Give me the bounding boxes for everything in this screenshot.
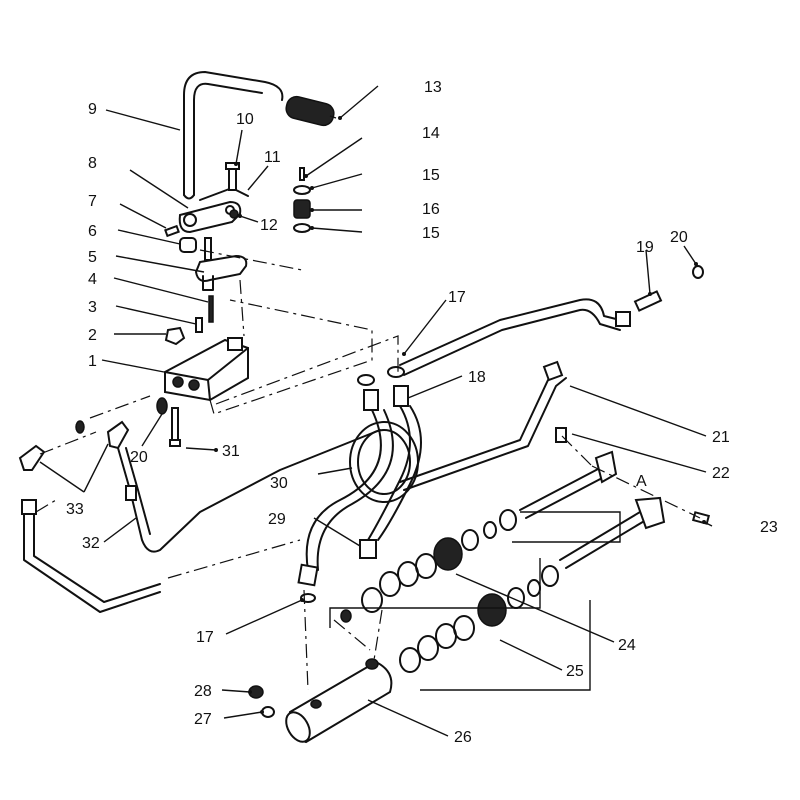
callout-12: 12 (260, 217, 278, 234)
control-valve (164, 337, 249, 402)
washer-20-left (156, 397, 168, 415)
roll-pin (208, 295, 214, 323)
callout-21: 21 (712, 429, 730, 446)
callout-1: 1 (88, 353, 97, 370)
lever-grip (285, 95, 335, 127)
fitting-17-top (357, 366, 405, 386)
callout-15-top: 15 (422, 167, 440, 184)
washer-20-right (692, 265, 704, 279)
leader-lines (39, 85, 713, 737)
lever-handle (183, 71, 284, 200)
callout-4: 4 (88, 271, 97, 288)
callout-7: 7 (88, 193, 97, 210)
callout-22: 22 (712, 465, 730, 482)
callout-32: 32 (82, 535, 100, 552)
callout-17-bottom: 17 (196, 629, 214, 646)
cylinder-26 (285, 658, 393, 744)
washer-15-bottom (293, 223, 311, 233)
callout-26: 26 (454, 729, 472, 746)
bolt-31 (169, 407, 181, 447)
bushing (179, 237, 197, 253)
nut-12 (229, 209, 239, 219)
spring-16 (293, 199, 311, 219)
seal-kit-25 (340, 565, 559, 673)
piston-rod-lower (559, 496, 666, 569)
bolt-14 (299, 167, 305, 181)
callout-31: 31 (222, 443, 240, 460)
link (194, 237, 248, 291)
callout-14: 14 (422, 125, 440, 142)
callout-27: 27 (194, 711, 212, 728)
tube-21 (399, 360, 567, 491)
callout-17-top: 17 (448, 289, 466, 306)
callout-30: 30 (270, 475, 288, 492)
pin-23 (691, 511, 711, 525)
callout-16: 16 (422, 201, 440, 218)
tube-17-upper (399, 298, 621, 376)
callout-28: 28 (194, 683, 212, 700)
pin (164, 224, 180, 238)
callout-labels: 13 9 10 14 11 8 15 16 7 12 15 6 20 19 5 … (66, 79, 778, 746)
callout-2: 2 (88, 327, 97, 344)
tube-lower-left (21, 499, 161, 613)
bracket-lines (329, 511, 621, 691)
callout-33: 33 (66, 501, 84, 518)
callout-3: 3 (88, 299, 97, 316)
callout-6: 6 (88, 223, 97, 240)
elbow-fitting-left (18, 420, 85, 471)
callout-19: 19 (636, 239, 654, 256)
screw-3 (195, 317, 203, 333)
fitting-18 (363, 385, 409, 411)
callout-23: 23 (760, 519, 778, 536)
callout-20-left: 20 (130, 449, 148, 466)
callout-10: 10 (236, 111, 254, 128)
callout-A: A (636, 473, 647, 490)
assembly-lines (35, 249, 701, 691)
nut-2 (164, 326, 186, 346)
callout-15-bottom: 15 (422, 225, 440, 242)
hose-30 (349, 405, 422, 541)
leader-dots (214, 116, 706, 714)
callout-29: 29 (268, 511, 286, 528)
callout-18: 18 (468, 369, 486, 386)
elbow-fitting-right (106, 420, 130, 450)
seal-kit-24 (361, 509, 517, 613)
callout-11: 11 (264, 149, 281, 166)
callout-9: 9 (88, 101, 97, 118)
callout-8: 8 (88, 155, 97, 172)
bolt-10 (225, 162, 240, 191)
pin-22 (555, 427, 567, 443)
callout-24: 24 (618, 637, 636, 654)
pivot-bracket (178, 187, 249, 234)
callout-25: 25 (566, 663, 584, 680)
callout-20-right: 20 (670, 229, 688, 246)
callout-5: 5 (88, 249, 97, 266)
tube-32 (117, 429, 381, 553)
piston-rod-upper (519, 450, 618, 519)
hose-29 (305, 409, 394, 571)
washer-15-top (293, 185, 311, 195)
fitting-19 (615, 290, 663, 327)
callout-13: 13 (424, 79, 442, 96)
